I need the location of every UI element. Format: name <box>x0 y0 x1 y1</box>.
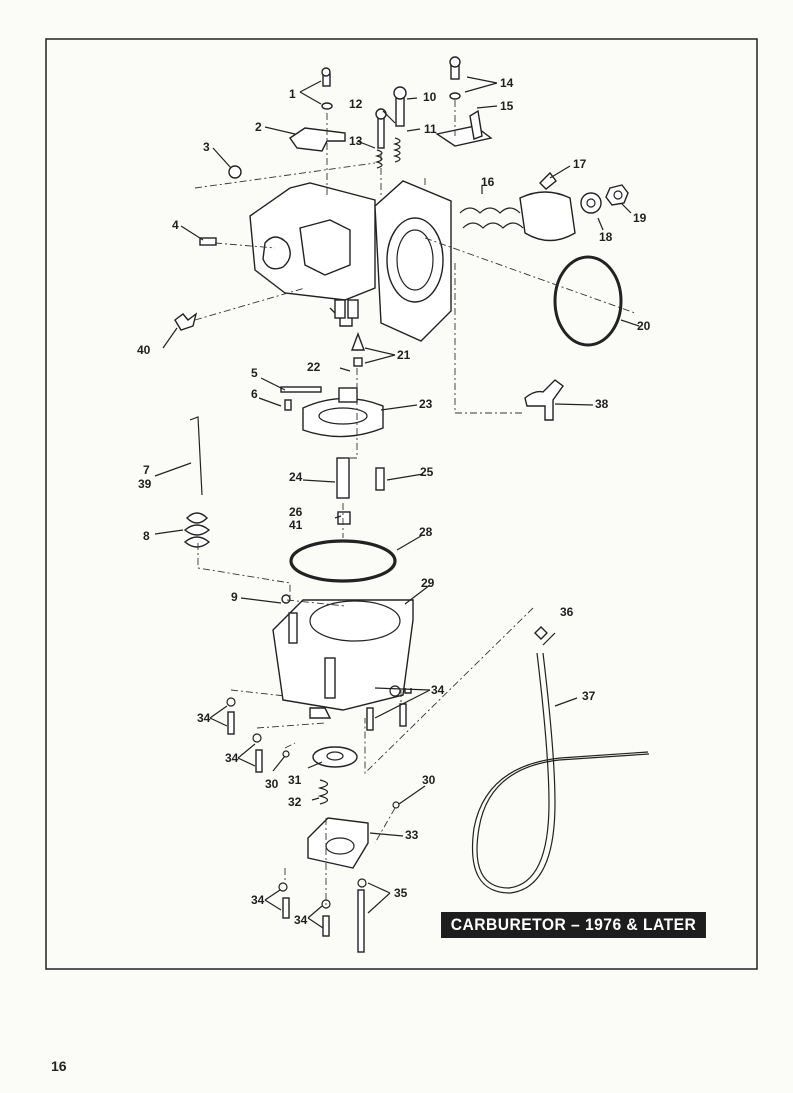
callout-16: 16 <box>481 175 495 189</box>
callout-26: 26 <box>289 505 303 519</box>
callout-11: 11 <box>424 122 437 136</box>
callout-30-left: 30 <box>265 777 279 791</box>
callout-34-a: 34 <box>197 711 211 725</box>
callout-10: 10 <box>423 90 437 104</box>
callout-32: 32 <box>288 795 302 809</box>
callout-36: 36 <box>560 605 574 619</box>
float-bowl-and-lower-parts <box>226 594 650 953</box>
callout-28: 28 <box>419 525 433 539</box>
callout-35: 35 <box>394 886 408 900</box>
diagram-frame: .ln { stroke:#222; stroke-width:1.2; fil… <box>45 38 758 970</box>
callout-38: 38 <box>595 397 609 411</box>
callout-19: 19 <box>633 211 647 225</box>
callout-31: 31 <box>288 773 302 787</box>
callout-18: 18 <box>599 230 613 244</box>
callout-7: 7 <box>143 463 150 477</box>
middle-parts <box>183 332 564 583</box>
callout-leader-lines <box>154 76 640 929</box>
callout-34-c: 34 <box>431 683 445 697</box>
callout-2: 2 <box>255 120 262 134</box>
callout-6: 6 <box>251 387 258 401</box>
callout-3: 3 <box>203 140 210 154</box>
callout-40: 40 <box>137 343 151 357</box>
callout-14: 14 <box>500 76 514 90</box>
page-border <box>45 38 758 970</box>
callout-labels: 1 2 3 4 5 6 7 39 8 9 10 11 12 13 14 15 1… <box>137 76 651 927</box>
callout-12: 12 <box>349 97 363 111</box>
callout-5: 5 <box>251 366 258 380</box>
callout-9: 9 <box>231 590 238 604</box>
callout-23: 23 <box>419 397 433 411</box>
callout-34-d: 34 <box>251 893 265 907</box>
callout-30-right: 30 <box>422 773 436 787</box>
callout-39: 39 <box>138 477 152 491</box>
callout-41: 41 <box>289 518 303 532</box>
callout-33: 33 <box>405 828 419 842</box>
callout-15: 15 <box>500 99 514 113</box>
carburetor-body <box>249 180 452 342</box>
callout-4: 4 <box>172 218 179 232</box>
callout-21: 21 <box>397 348 411 362</box>
callout-24: 24 <box>289 470 303 484</box>
callout-20: 20 <box>637 319 651 333</box>
assembly-centerlines <box>194 100 636 908</box>
callout-1: 1 <box>289 87 296 101</box>
callout-13: 13 <box>349 134 363 148</box>
callout-34-b: 34 <box>225 751 239 765</box>
exploded-view-drawing: .ln { stroke:#222; stroke-width:1.2; fil… <box>45 38 758 970</box>
callout-8: 8 <box>143 529 150 543</box>
diagram-title: CARBURETOR – 1976 & LATER <box>441 912 706 938</box>
callout-34-e: 34 <box>294 913 308 927</box>
callout-29: 29 <box>421 576 435 590</box>
callout-37: 37 <box>582 689 596 703</box>
callout-17: 17 <box>573 157 587 171</box>
page-number: 16 <box>51 1058 67 1074</box>
callout-22: 22 <box>307 360 321 374</box>
callout-25: 25 <box>420 465 434 479</box>
top-small-parts <box>174 56 629 347</box>
